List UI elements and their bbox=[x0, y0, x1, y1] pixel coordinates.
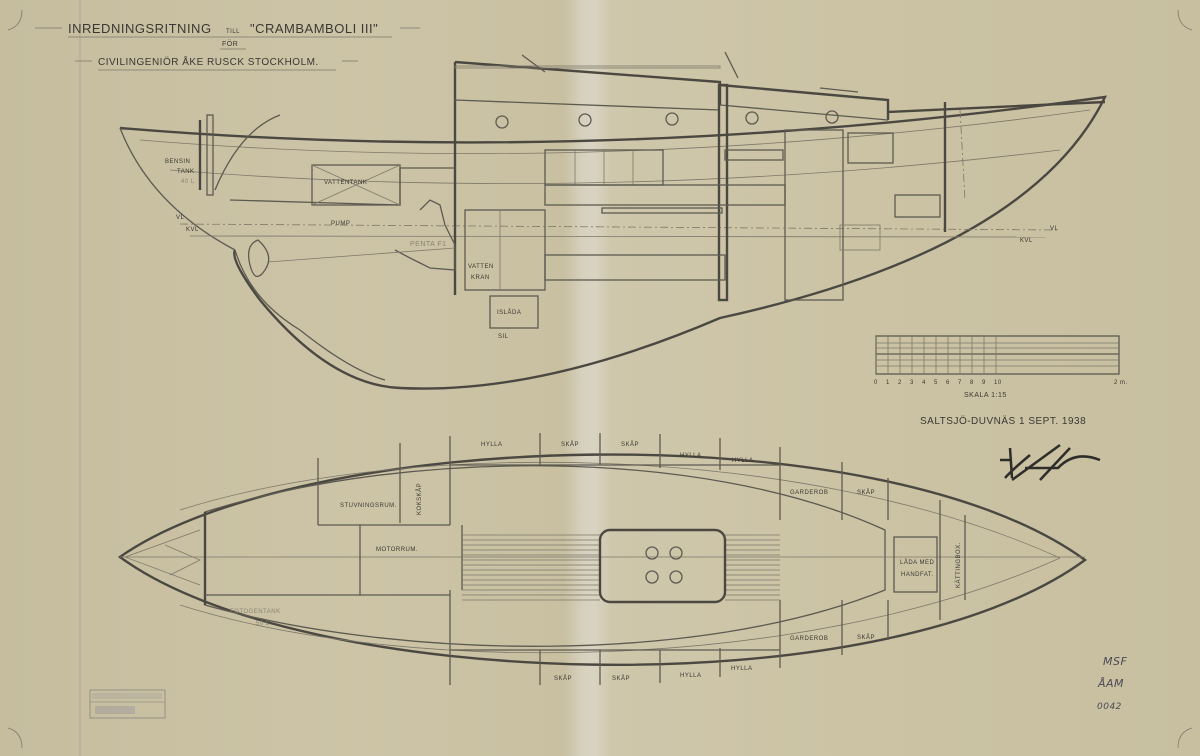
label-garderob-bottom: GARDEROB bbox=[790, 636, 828, 642]
label-kran: KRAN bbox=[471, 275, 490, 281]
label-hylla-b2: HYLLA bbox=[731, 666, 753, 672]
label-vl-aft: VL bbox=[176, 215, 185, 221]
label-fotogentank: FOTOGENTANK bbox=[230, 609, 281, 615]
label-tank: TANK bbox=[177, 169, 195, 175]
archive-note-2: ÅAM bbox=[1097, 677, 1124, 690]
scale-tick-label: 1 bbox=[886, 380, 890, 386]
label-handfat: HANDFAT. bbox=[901, 572, 934, 578]
scale-caption: SKALA 1:15 bbox=[964, 392, 1007, 399]
label-vattentank: VATTENTANK bbox=[324, 180, 367, 186]
label-skap-top: SKÅP bbox=[857, 489, 875, 496]
museum-stamp bbox=[89, 689, 166, 719]
signature bbox=[1000, 443, 1101, 482]
label-sil: SIL bbox=[498, 334, 509, 340]
scale-end-label: 2 m. bbox=[1114, 380, 1128, 386]
label-vatten: VATTEN bbox=[468, 264, 494, 270]
label-skap-b2: SKÅP bbox=[612, 675, 630, 682]
scale-bar: 0 1 2 3 4 5 6 7 8 9 10 2 m. SKALA 1:15 bbox=[874, 335, 1128, 399]
label-vl-fwd: VL bbox=[1050, 226, 1059, 232]
label-hylla-2: HYLLA bbox=[680, 453, 702, 459]
label-kokskap: KOKSKÅP bbox=[416, 483, 423, 515]
label-fotogen-volume: 50 L bbox=[256, 621, 270, 627]
scale-tick-label: 4 bbox=[922, 380, 926, 386]
place-date: SALTSJÖ-DUVNÄS 1 SEPT. 1938 bbox=[920, 415, 1086, 427]
scale-tick-label: 10 bbox=[994, 380, 1002, 386]
label-bensin: BENSIN bbox=[165, 159, 190, 165]
label-skap-bottom: SKÅP bbox=[857, 634, 875, 641]
label-kvl-fwd: KVL bbox=[1020, 238, 1033, 244]
profile-view: BENSIN TANK 40 L VATTENTANK PUMP VL KVL … bbox=[119, 51, 1108, 390]
scale-tick-label: 7 bbox=[958, 380, 962, 386]
scale-tick-label: 9 bbox=[982, 380, 986, 386]
archive-note-1: MSF bbox=[1103, 655, 1127, 668]
title-for: FÖR bbox=[222, 40, 238, 48]
label-pump: PUMP bbox=[331, 221, 350, 227]
scale-tick-label: 6 bbox=[946, 380, 950, 386]
label-lada: LÅDA MED bbox=[900, 559, 935, 566]
label-skap-1: SKÅP bbox=[561, 441, 579, 448]
label-hylla-b1: HYLLA bbox=[680, 673, 702, 679]
hatch-portholes bbox=[645, 546, 683, 584]
label-motorrum: MOTORRUM. bbox=[376, 547, 418, 553]
label-garderob-top: GARDEROB bbox=[790, 490, 828, 496]
title-block: INREDNINGSRITNING TILL "CRAMBAMBOLI III"… bbox=[35, 21, 420, 71]
scale-tick-label: 0 bbox=[874, 380, 878, 386]
label-skap-b1: SKÅP bbox=[554, 675, 572, 682]
archive-note-3: 0042 bbox=[1097, 702, 1122, 712]
title-client: CIVILINGENIÖR ÅKE RUSCK STOCKHOLM. bbox=[98, 55, 319, 68]
scale-tick-label: 3 bbox=[910, 380, 914, 386]
label-hylla-3: HYLLA bbox=[732, 458, 754, 464]
label-engine: PENTA F1 bbox=[410, 241, 447, 248]
title-boat-name: "CRAMBAMBOLI III" bbox=[250, 21, 378, 36]
corner-marks bbox=[7, 0, 1193, 756]
label-kvl-aft: KVL bbox=[186, 227, 199, 233]
scale-tick-label: 5 bbox=[934, 380, 938, 386]
label-islada: ISLÅDA bbox=[497, 309, 521, 316]
label-stuvningsrum: STUVNINGSRUM. bbox=[340, 503, 397, 509]
portholes bbox=[495, 110, 839, 129]
label-hylla-1: HYLLA bbox=[481, 442, 503, 448]
label-bensin-volume: 40 L bbox=[181, 179, 195, 185]
title-main: INREDNINGSRITNING bbox=[68, 21, 212, 36]
label-skap-2: SKÅP bbox=[621, 441, 639, 448]
scale-tick-label: 8 bbox=[970, 380, 974, 386]
label-kattingbox: KÄTTINGBOX. bbox=[955, 542, 962, 588]
plan-view: STUVNINGSRUM. KOKSKÅP MOTORRUM. FOTOGENT… bbox=[117, 433, 1088, 685]
title-till: TILL bbox=[226, 29, 240, 35]
scale-tick-label: 2 bbox=[898, 380, 902, 386]
